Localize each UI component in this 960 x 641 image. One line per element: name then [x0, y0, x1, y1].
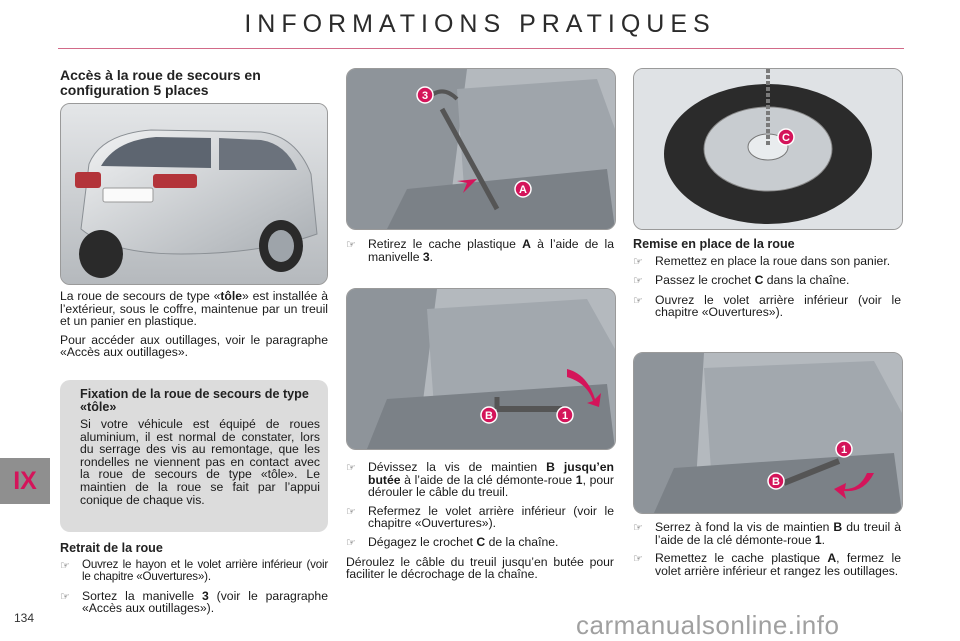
section-heading: Accès à la roue de secours en configurat…: [60, 67, 261, 98]
page-number: 134: [14, 611, 35, 625]
steps-block: ☞ Dévissez la vis de maintien B jusqu’en …: [346, 461, 614, 587]
intro-text-end: » est installée à l’extérieur, sous le c…: [60, 289, 328, 329]
list-item: ☞ Dévissez la vis de maintien B jusqu’en …: [346, 461, 614, 499]
list-item-text: Sortez la manivelle 3 (voir le paragraph…: [82, 588, 328, 616]
list-item: ☞ Remettez le cache plastique A, fermez l…: [633, 552, 901, 577]
car-illustration: [61, 104, 327, 284]
info-box-text: Si votre véhicule est équipé de roues al…: [80, 417, 320, 507]
list-item-text: Remettez en place la roue dans son panie…: [655, 253, 891, 268]
bullet-icon: ☞: [633, 275, 643, 288]
list-item: ☞ Ouvrez le hayon et le volet arrière inf…: [60, 557, 328, 584]
trunk-screw-illustration: B 1: [347, 289, 615, 449]
list-item: ☞ Retirez le cache plastique A à l’aide d…: [346, 238, 614, 263]
list-item-text: Ouvrez le volet arrière inférieur (voir …: [655, 292, 901, 320]
crank-removal-photo: 3 A: [346, 68, 616, 230]
intro-bold: tôle: [220, 289, 243, 303]
label-a-marker: A: [514, 180, 532, 198]
wheel-illustration: C: [634, 69, 902, 229]
list-item-text: Retirez le cache plastique A à l’aide de…: [368, 237, 614, 264]
final-steps-block: ☞ Serrez à fond la vis de maintien B du t…: [633, 521, 901, 583]
list-item-text: Dévissez la vis de maintien B jusqu’en b…: [368, 460, 615, 500]
bullet-icon: ☞: [346, 505, 356, 518]
list-item-text: Passez le crochet C dans la chaîne.: [655, 273, 850, 288]
retrait-section: Retrait de la roue ☞ Ouvrez le hayon et l…: [60, 542, 328, 621]
info-box: Fixation de la roue de secours de type «…: [60, 380, 328, 532]
cable-note: Déroulez le câble du treuil jusqu’en but…: [346, 554, 614, 582]
list-item-text: Dégagez le crochet C de la chaîne.: [368, 534, 559, 549]
trunk-illustration: 3 A: [347, 69, 615, 229]
screw-unwind-photo: B 1: [346, 288, 616, 450]
remise-block: Remise en place de la roue ☞ Remettez en …: [633, 238, 901, 325]
label-1: 1: [562, 410, 568, 422]
label-1: 1: [841, 444, 847, 456]
bullet-icon: ☞: [633, 255, 643, 268]
bullet-icon: ☞: [633, 553, 643, 566]
watermark: carmanualsonline.info: [576, 610, 840, 640]
remise-heading: Remise en place de la roue: [633, 237, 795, 251]
bullet-icon: ☞: [60, 559, 70, 572]
list-item-text: Ouvrez le hayon et le volet arrière infé…: [82, 557, 328, 584]
list-item: ☞ Passez le crochet C dans la chaîne.: [633, 274, 901, 288]
info-box-heading: Fixation de la roue de secours de type «…: [80, 387, 309, 414]
screw-tighten-photo: 1 B: [633, 352, 903, 514]
label-a: A: [519, 184, 527, 196]
car-rear-photo: [60, 103, 328, 285]
intro-paragraph: La roue de secours de type «tôle» est in…: [60, 290, 328, 328]
spare-wheel-photo: C: [633, 68, 903, 230]
list-item: ☞ Sortez la manivelle 3 (voir le paragrap…: [60, 588, 328, 616]
bullet-icon: ☞: [60, 590, 70, 603]
label-b: B: [485, 410, 493, 422]
retrait-heading: Retrait de la roue: [60, 541, 163, 555]
label-c: C: [782, 132, 790, 144]
bullet-icon: ☞: [633, 522, 643, 534]
list-item: ☞ Dégagez le crochet C de la chaîne.: [346, 536, 614, 550]
label-3-marker: 3: [416, 86, 434, 104]
label-b-marker: B: [480, 406, 498, 424]
intro-text-block: La roue de secours de type «tôle» est in…: [60, 290, 328, 365]
label-b-marker: B: [767, 472, 785, 490]
list-item: ☞ Ouvrez le volet arrière inférieur (voir…: [633, 292, 901, 320]
list-item: ☞ Serrez à fond la vis de maintien B du t…: [633, 521, 901, 546]
title-divider: [58, 48, 904, 49]
bullet-icon: ☞: [346, 536, 356, 549]
bullet-icon: ☞: [346, 462, 356, 474]
bullet-icon: ☞: [633, 294, 643, 307]
page-title: INFORMATIONS PRATIQUES: [244, 10, 716, 38]
list-item-text: Serrez à fond la vis de maintien B du tr…: [655, 520, 901, 547]
column-left: Accès à la roue de secours en configurat…: [60, 68, 328, 98]
trunk-tighten-illustration: 1 B: [634, 353, 902, 513]
list-item: ☞ Remettez en place la roue dans son pani…: [633, 253, 901, 269]
list-item-text: Refermez le volet arrière inférieur (voi…: [368, 503, 614, 531]
label-1-marker: 1: [835, 440, 853, 458]
label-c-marker: C: [777, 128, 795, 146]
chapter-tab: IX: [0, 458, 50, 504]
list-item: ☞ Refermez le volet arrière inférieur (vo…: [346, 503, 614, 531]
label-1-marker: 1: [556, 406, 574, 424]
tools-note: Pour accéder aux outillages, voir le par…: [60, 332, 328, 360]
label-3: 3: [422, 90, 428, 102]
label-b: B: [772, 476, 780, 488]
intro-text: La roue de secours de type «: [60, 289, 221, 303]
step1-block: ☞ Retirez le cache plastique A à l’aide d…: [346, 238, 614, 269]
list-item-text: Remettez le cache plastique A, fermez le…: [655, 551, 901, 578]
bullet-icon: ☞: [346, 239, 356, 251]
